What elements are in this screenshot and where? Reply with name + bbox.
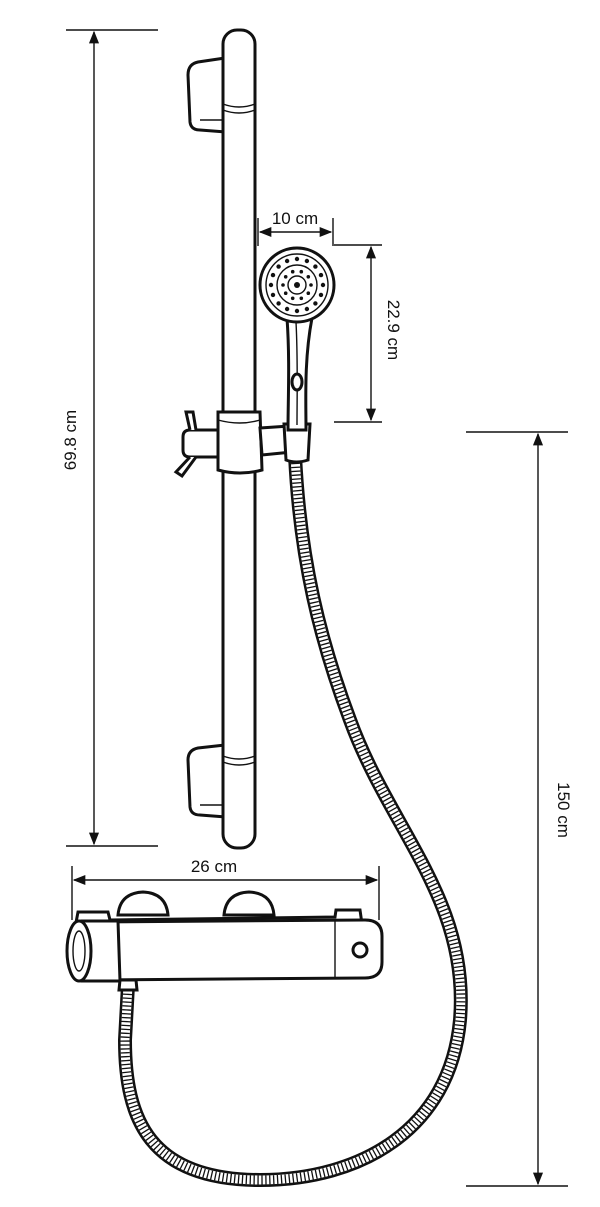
dimension-handset-height bbox=[334, 244, 382, 423]
nozzle-dot bbox=[276, 301, 281, 306]
thermostatic-valve bbox=[65, 890, 384, 992]
nozzle-dot bbox=[313, 264, 318, 269]
nozzle-dot bbox=[306, 291, 311, 296]
total-height-label: 150 cm bbox=[554, 782, 573, 838]
dimension-rail-height bbox=[66, 29, 158, 847]
dimension-handset-width bbox=[257, 218, 334, 246]
nozzle-dot bbox=[276, 264, 281, 269]
nozzle-dot bbox=[313, 301, 318, 306]
nozzle-dot bbox=[306, 275, 311, 279]
nozzle-dot bbox=[304, 306, 310, 312]
nozzle-dot bbox=[290, 296, 295, 301]
nozzle-dot bbox=[283, 275, 288, 279]
nozzle-dot bbox=[294, 256, 300, 262]
nozzle-dot bbox=[294, 308, 300, 314]
nozzle-dot bbox=[299, 269, 304, 274]
nozzle-dot bbox=[299, 296, 304, 301]
slider-holder bbox=[173, 410, 312, 479]
handset-width-label: 10 cm bbox=[272, 209, 318, 228]
rail-height-label: 69.8 cm bbox=[61, 410, 80, 470]
nozzle-dot bbox=[304, 258, 310, 264]
nozzle-dot bbox=[294, 282, 300, 288]
slide-rail bbox=[186, 28, 257, 850]
nozzle-dot bbox=[268, 282, 274, 288]
nozzle-dot bbox=[270, 272, 276, 278]
nozzle-dot bbox=[270, 292, 276, 298]
nozzle-dot bbox=[290, 269, 295, 274]
valve-width-label: 26 cm bbox=[191, 857, 237, 876]
nozzle-dot bbox=[320, 282, 326, 288]
spray-nozzles bbox=[268, 256, 326, 314]
nozzle-dot bbox=[284, 306, 290, 312]
shower-hose bbox=[117, 448, 468, 1188]
handset-height-label: 22.9 cm bbox=[384, 300, 403, 360]
dimension-total-height bbox=[466, 431, 568, 1187]
nozzle-dot bbox=[284, 258, 290, 264]
dimension-valve-width bbox=[71, 866, 380, 920]
nozzle-dot bbox=[309, 283, 313, 287]
nozzle-dot bbox=[281, 283, 285, 287]
nozzle-dot bbox=[318, 272, 324, 278]
nozzle-dot bbox=[318, 292, 324, 298]
nozzle-dot bbox=[283, 291, 288, 296]
